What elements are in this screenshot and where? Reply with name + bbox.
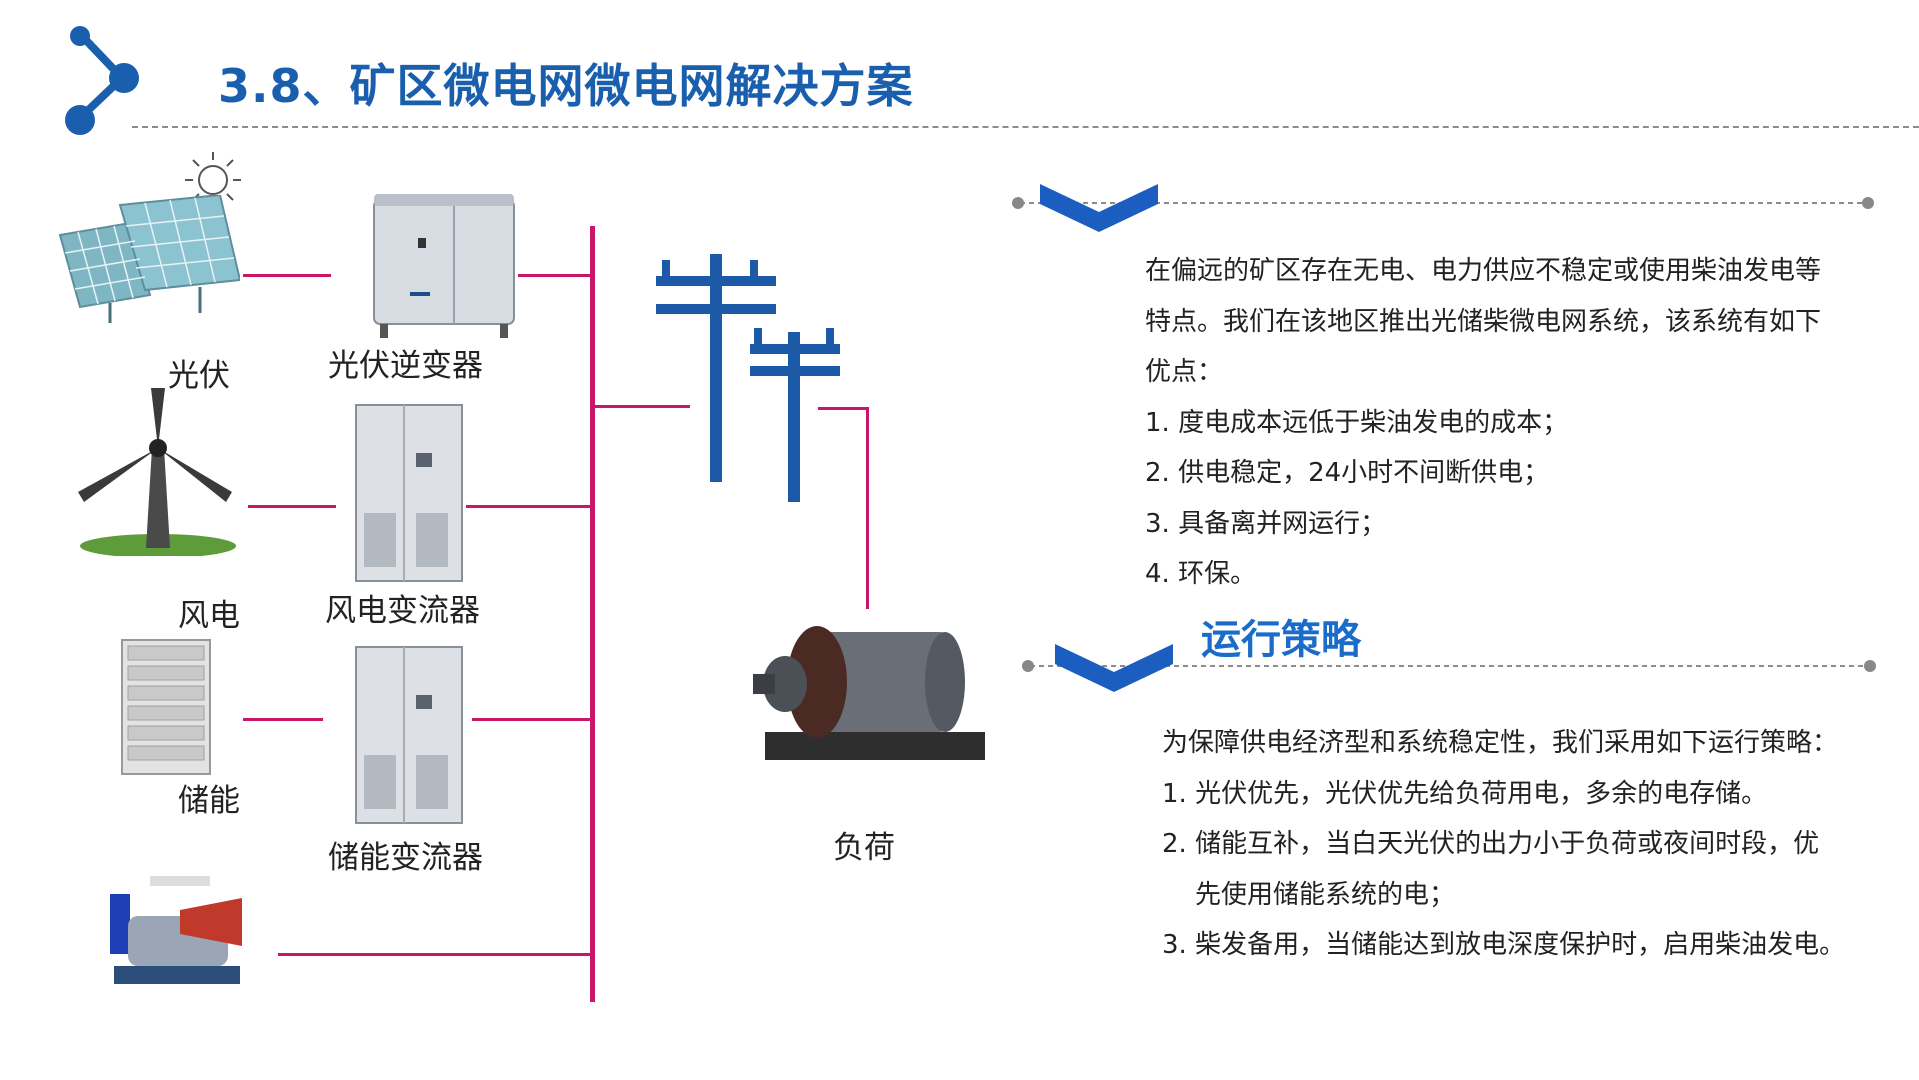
storage-converter-label: 储能变流器 [328,840,483,876]
strategy-divider [1022,660,1876,672]
wind-turbine-icon [78,388,236,556]
intro-divider [1012,197,1874,209]
wind-converter-label: 风电变流器 [325,593,480,629]
intro-line: 在偏远的矿区存在无电、电力供应不稳定或使用柴油发电等 [1145,256,1822,286]
pv-inverter-icon [373,194,515,338]
pv-inverter-label: 光伏逆变器 [328,348,483,384]
advantage-item: 1. 度电成本远低于柴油发电的成本； [1145,407,1569,438]
wind-label: 风电 [178,598,240,634]
network-logo-icon [65,26,139,135]
pole-to-load-line-h [818,407,868,410]
strategy-title: 运行策略 [1201,617,1361,663]
strategy-item: 1. 光伏优先，光伏优先给负荷用电，多余的电存储。 [1162,778,1768,809]
strategy-line: 为保障供电经济型和系统稳定性，我们采用如下运行策略： [1162,728,1839,758]
battery-rack-icon [121,639,211,775]
wind-converter-bus-link [466,505,590,508]
intro-text: 在偏远的矿区存在无电、电力供应不稳定或使用柴油发电等 特点。我们在该地区推出光储… [1145,246,1821,600]
intro-line: 优点： [1145,357,1224,387]
pv-label: 光伏 [168,358,230,394]
strategy-text: 为保障供电经济型和系统稳定性，我们采用如下运行策略： 1. 光伏优先，光伏优先给… [1162,718,1845,971]
ball-mill-load-icon [753,626,985,760]
chevron-down-icon [1055,644,1173,692]
wind-feed-line [248,505,336,508]
bus-to-pole-line [595,405,690,408]
strategy-item: 先使用储能系统的电； [1162,879,1456,910]
utility-pole-icon [656,254,840,502]
advantage-item: 3. 具备离并网运行； [1145,508,1387,539]
ac-bus-line [590,226,595,1002]
wind-converter-icon [355,404,463,582]
storage-label: 储能 [178,783,240,819]
pv-feed-line [243,274,331,277]
advantage-item: 4. 环保。 [1145,559,1257,589]
page-title: 3.8、矿区微电网微电网解决方案 [218,59,914,113]
diesel-feed-line [278,953,590,956]
pv-inverter-bus-link [518,274,590,277]
storage-converter-bus-link [472,718,590,721]
storage-converter-icon [355,646,463,824]
pole-to-load-line-v [866,407,869,609]
header-divider [132,126,1919,128]
intro-line: 特点。我们在该地区推出光储柴微电网系统，该系统有如下 [1145,306,1822,337]
storage-feed-line [243,718,323,721]
chevron-down-icon [1040,184,1158,232]
solar-panel-icon [58,195,240,323]
diesel-generator-icon [110,876,242,984]
strategy-item: 3. 柴发备用，当储能达到放电深度保护时，启用柴油发电。 [1162,930,1846,960]
advantage-item: 2. 供电稳定，24小时不间断供电； [1145,458,1550,488]
strategy-item: 2. 储能互补，当白天光伏的出力小于负荷或夜间时段，优 [1162,829,1820,859]
load-label: 负荷 [833,830,895,866]
